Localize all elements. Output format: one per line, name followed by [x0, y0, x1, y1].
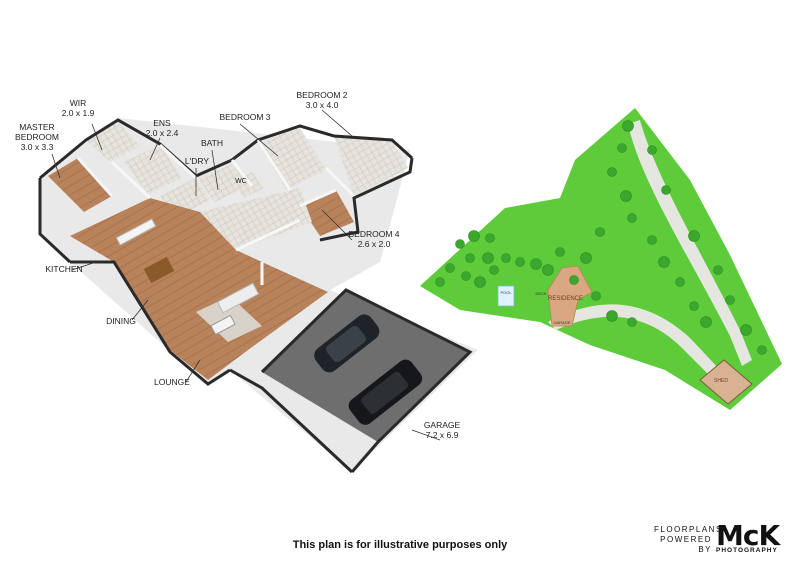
brand-logo: FLOORPLANS POWERED BY McK PHOTOGRAPHY: [654, 519, 794, 557]
site-tree: [688, 230, 700, 242]
hallway-floor: [200, 188, 312, 250]
site-tree: [627, 213, 637, 223]
living-floor: [70, 198, 328, 380]
room-label-lounge: LOUNGE: [154, 377, 190, 387]
wir-floor: [86, 122, 140, 162]
site-tree: [530, 258, 542, 270]
site-residence: [547, 265, 593, 327]
site-tree: [675, 277, 685, 287]
site-tree: [700, 316, 712, 328]
site-tree: [501, 253, 511, 263]
site-tree: [627, 317, 637, 327]
site-tree: [482, 252, 494, 264]
disclaimer-text: This plan is for illustrative purposes o…: [292, 539, 508, 551]
room-label-bath: BATH: [200, 138, 224, 148]
room-label-wc: WC: [235, 178, 247, 185]
site-tree: [620, 190, 632, 202]
house-walls: [38, 118, 473, 474]
lounge-sofa: [216, 282, 260, 314]
site-tree: [569, 275, 579, 285]
brand-prefix: FLOORPLANS POWERED BY: [654, 525, 723, 554]
garage-car-1: [314, 314, 380, 373]
site-tree: [542, 264, 554, 276]
site-tree: [757, 345, 767, 355]
site-tree: [485, 233, 495, 243]
garage-car-2: [348, 359, 423, 425]
site-tree: [647, 145, 657, 155]
bath-floor: [198, 164, 250, 202]
interior-walls: [76, 139, 356, 285]
room-label-laundry: L'DRY: [184, 156, 210, 166]
site-parcel: [420, 108, 782, 410]
site-tree: [468, 230, 480, 242]
ens-floor: [124, 145, 182, 194]
site-tree: [658, 256, 670, 268]
room-label-kitchen: KITCHEN: [45, 264, 83, 274]
site-pool: [497, 285, 515, 307]
site-label-garage: GARAGE: [553, 320, 571, 325]
site-tree: [515, 257, 525, 267]
site-tree: [474, 276, 486, 288]
site-tree: [617, 143, 627, 153]
kitchen-bench: [115, 218, 157, 246]
site-tree: [740, 324, 752, 336]
site-tree: [555, 247, 565, 257]
dining-table: [143, 256, 175, 284]
coffee-table: [210, 314, 236, 336]
site-tree: [591, 291, 601, 301]
site-tree: [595, 227, 605, 237]
site-label-residence: RESIDENCE: [548, 296, 584, 302]
brand-subtitle: PHOTOGRAPHY: [716, 547, 778, 554]
bedroom2-floor: [334, 136, 408, 196]
site-tree: [622, 120, 634, 132]
site-label-pool: POOL: [500, 290, 512, 295]
site-tree: [689, 301, 699, 311]
site-tree: [435, 277, 445, 287]
room-label-dining: DINING: [106, 316, 136, 326]
brand-mark: McK: [716, 519, 780, 552]
site-label-deck: DECK: [535, 291, 547, 296]
wc-floor: [232, 172, 264, 198]
site-shed: [699, 359, 753, 405]
site-tree: [465, 253, 475, 263]
site-trees: [435, 120, 767, 355]
site-tree: [607, 167, 617, 177]
site-tree: [580, 252, 592, 264]
site-tree: [445, 263, 455, 273]
site-tree: [647, 235, 657, 245]
room-label-bedroom3: BEDROOM 3: [219, 112, 271, 122]
site-tree: [455, 239, 465, 249]
site-driveway: [628, 120, 752, 366]
bedroom3-floor: [258, 128, 326, 190]
leader-lines: [51, 109, 441, 441]
site-tree: [725, 295, 735, 305]
site-tree: [713, 265, 723, 275]
site-tree: [606, 310, 618, 322]
site-tree: [461, 271, 471, 281]
site-label-shed: SHED: [714, 378, 728, 384]
garage-floor: [262, 290, 470, 442]
site-tree: [661, 185, 671, 195]
site-tree: [489, 265, 499, 275]
master-bedroom-floor: [48, 158, 112, 212]
